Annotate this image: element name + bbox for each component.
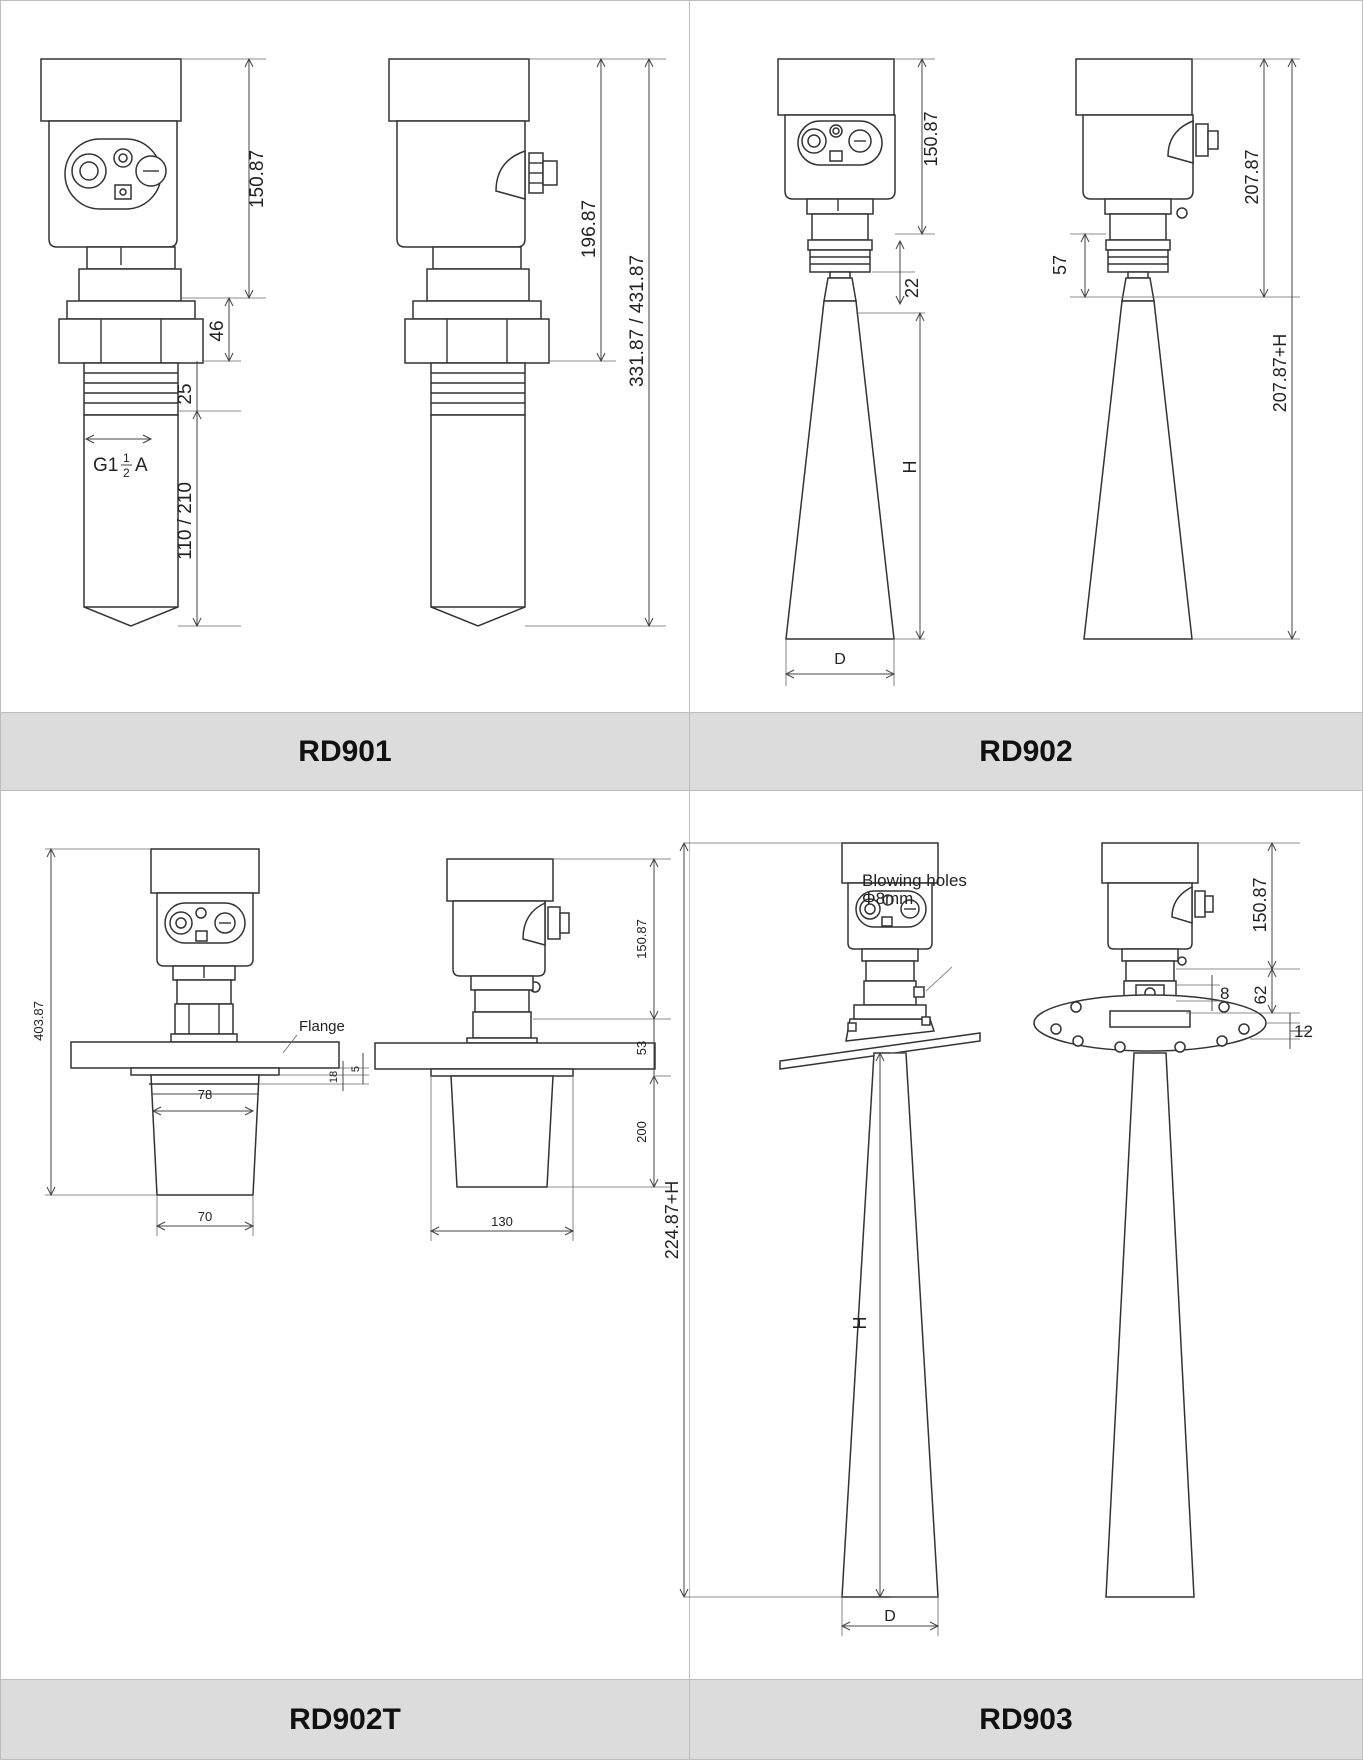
rd902-dim-side-head: 207.87 bbox=[1242, 149, 1262, 204]
rd902-front-view bbox=[777, 58, 896, 640]
rd901-dim-head: 150.87 bbox=[247, 150, 268, 208]
rd902-dim-diameter: D bbox=[834, 651, 846, 668]
rd901-thread-spec: G1 bbox=[93, 455, 118, 476]
rd903-dim-total: 224.87+H bbox=[662, 1181, 682, 1260]
caption-rd903: RD903 bbox=[689, 1679, 1363, 1760]
rd902-side-view bbox=[1075, 58, 1219, 640]
rd902t-front-dims bbox=[45, 847, 369, 1236]
rd903-blow-label-1: Blowing holes bbox=[862, 871, 967, 890]
rd903-side-dims bbox=[1176, 841, 1310, 1049]
rd902t-dim-neck: 53 bbox=[634, 1041, 649, 1055]
rd903-dim-neck: 62 bbox=[1251, 986, 1270, 1005]
panel-rd902: 150.87 22 H D bbox=[689, 0, 1363, 713]
rd902t-drawing: Flange 403.87 5 1 bbox=[31, 847, 671, 1241]
rd902t-dim-head: 150.87 bbox=[634, 919, 649, 959]
caption-rd902: RD902 bbox=[689, 712, 1363, 791]
rd902t-side-dims bbox=[429, 857, 671, 1241]
rd902t-dim-outer-width: 130 bbox=[491, 1214, 513, 1229]
rd901-drawing: 150.87 46 25 110 / 210 G1 1 2 A bbox=[40, 57, 666, 628]
rd902-dim-thread: 22 bbox=[902, 278, 922, 298]
rd903-front-dims bbox=[679, 841, 940, 1636]
rd902t-dim-bottom-width: 70 bbox=[198, 1209, 212, 1224]
rd902-dim-side-total: 207.87+H bbox=[1270, 334, 1290, 413]
rd903-dim-hole: 8 bbox=[1220, 984, 1229, 1003]
rd901-front-dims bbox=[84, 57, 266, 628]
rd901-thread-frac-num: 1 bbox=[123, 451, 130, 465]
rd903-dim-head: 150.87 bbox=[1250, 877, 1270, 932]
rd902-dim-side-neck: 57 bbox=[1050, 255, 1070, 275]
rd901-dim-probe-len: 110 / 210 bbox=[175, 482, 196, 560]
rd903-drawing: Blowing holes Φ8mm H 224.87+ bbox=[662, 841, 1313, 1636]
rd902t-dim-total: 403.87 bbox=[31, 1001, 46, 1041]
rd901-dim-thread-len: 25 bbox=[175, 383, 196, 404]
rd902-side-dims bbox=[1070, 57, 1300, 641]
rd901-thread-frac-den: 2 bbox=[123, 466, 130, 480]
rd902-drawing: 150.87 22 H D bbox=[777, 57, 1300, 686]
rd902t-dim-gap: 18 bbox=[328, 1071, 340, 1083]
rd902t-dim-gap-small: 5 bbox=[350, 1066, 362, 1072]
rd902-dim-head: 150.87 bbox=[921, 111, 941, 166]
panel-rd903: Blowing holes Φ8mm H 224.87+ bbox=[662, 790, 1363, 1680]
rd901-front-view bbox=[40, 58, 204, 627]
panel-rd902t: Flange 403.87 5 1 bbox=[0, 790, 690, 1680]
panel-rd901: 150.87 46 25 110 / 210 G1 1 2 A bbox=[0, 0, 690, 713]
rd903-dim-flange-thk: 12 bbox=[1294, 1022, 1313, 1041]
rd901-side-view bbox=[388, 58, 558, 627]
rd903-blow-label-2: Φ8mm bbox=[862, 889, 913, 908]
rd902t-side-view bbox=[374, 858, 656, 1188]
rd901-side-dims bbox=[525, 57, 666, 628]
caption-rd902t: RD902T bbox=[0, 1679, 690, 1760]
rd902-front-dims bbox=[784, 57, 935, 686]
rd903-dim-horn: H bbox=[850, 1317, 870, 1330]
rd901-thread-suffix: A bbox=[135, 455, 148, 476]
rd901-dim-neck: 46 bbox=[207, 320, 228, 341]
rd902t-dim-probe: 200 bbox=[634, 1121, 649, 1143]
rd903-side-view bbox=[1033, 842, 1267, 1598]
rd903-blow-callout bbox=[925, 966, 953, 992]
rd902t-flange-label: Flange bbox=[299, 1018, 345, 1035]
rd902t-dim-inner-width: 78 bbox=[198, 1087, 212, 1102]
rd902-dim-horn: H bbox=[900, 461, 920, 474]
rd901-dim-total: 331.87 / 431.87 bbox=[627, 255, 648, 387]
caption-rd901: RD901 bbox=[0, 712, 690, 791]
rd903-dim-diameter: D bbox=[884, 1608, 896, 1625]
rd901-dim-side-body: 196.87 bbox=[579, 200, 600, 258]
